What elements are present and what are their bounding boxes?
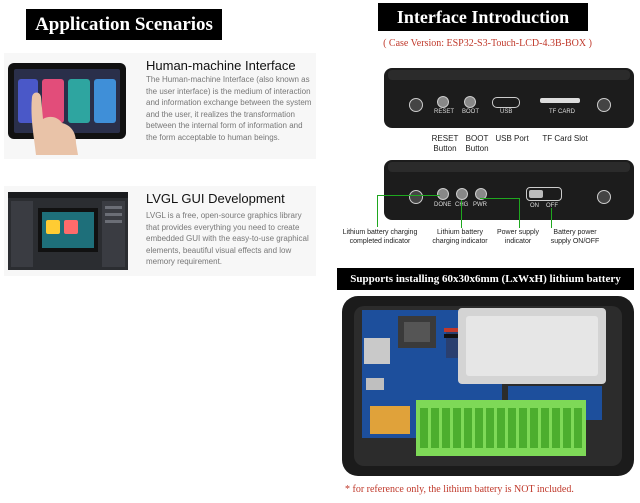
tf-card-slot[interactable] bbox=[540, 98, 580, 103]
lvgl-card: LVGL GUI Development LVGL is a free, ope… bbox=[4, 186, 316, 276]
interface-introduction-banner: Interface Introduction bbox=[378, 3, 588, 31]
boot-button-label: BOOT Button bbox=[465, 134, 489, 153]
application-scenarios-banner: Application Scenarios bbox=[26, 9, 222, 40]
tf-silk: TF CARD bbox=[549, 109, 575, 115]
usb-port[interactable] bbox=[492, 97, 520, 108]
hmi-card: Human-machine Interface The Human-machin… bbox=[4, 53, 316, 159]
lvgl-description: LVGL is a free, open-source graphics lib… bbox=[146, 211, 309, 266]
usb-port-label: USB Port bbox=[495, 134, 529, 143]
done-leader-line bbox=[377, 195, 378, 227]
battery-support-banner: Supports installing 60x30x6mm (LxWxH) li… bbox=[337, 268, 634, 290]
off-silk: OFF bbox=[546, 203, 558, 209]
boot-silk: BOOT bbox=[462, 109, 480, 115]
open-enclosure-image bbox=[342, 296, 634, 476]
on-silk: ON bbox=[530, 203, 539, 209]
screw-icon bbox=[597, 190, 611, 204]
device-bottom-view: DONE CHG PWR ON OFF bbox=[384, 160, 636, 222]
hmi-title: Human-machine Interface bbox=[146, 58, 296, 73]
tf-card-slot-label: TF Card Slot bbox=[542, 134, 588, 143]
screw-icon bbox=[597, 98, 611, 112]
case-version-text: ( Case Version: ESP32-S3-Touch-LCD-4.3B-… bbox=[383, 38, 592, 49]
chg-indicator-label: Lithium battery charging indicator bbox=[432, 229, 488, 245]
hmi-description: The Human-machine Interface (also known … bbox=[146, 75, 312, 142]
switch-label: Battery power supply ON/OFF bbox=[550, 229, 600, 245]
chg-leader-line bbox=[461, 200, 462, 228]
reset-button[interactable] bbox=[437, 96, 449, 108]
battery-power-switch[interactable] bbox=[526, 187, 562, 201]
done-silk: DONE bbox=[434, 202, 452, 208]
pwr-indicator-label: Power supply indicator bbox=[496, 229, 540, 245]
pwr-silk: PWR bbox=[473, 202, 487, 208]
done-leader-line bbox=[377, 195, 440, 196]
battery-footnote: * for reference only, the lithium batter… bbox=[345, 484, 574, 495]
pwr-indicator bbox=[475, 188, 487, 200]
done-indicator-label: Lithium battery charging completed indic… bbox=[342, 229, 418, 245]
reset-button-label: RESET Button bbox=[431, 134, 459, 153]
screw-icon bbox=[409, 190, 423, 204]
switch-leader-line bbox=[551, 208, 552, 228]
device-top-view: RESET BOOT USB TF CARD bbox=[384, 68, 636, 130]
chg-indicator bbox=[456, 188, 468, 200]
screw-icon bbox=[409, 98, 423, 112]
usb-silk: USB bbox=[500, 109, 513, 115]
reset-silk: RESET bbox=[434, 109, 455, 115]
boot-button[interactable] bbox=[464, 96, 476, 108]
lvgl-editor-image bbox=[8, 192, 128, 270]
hmi-touchscreen-image bbox=[8, 63, 126, 155]
pwr-leader-line bbox=[480, 198, 520, 199]
pwr-leader-line bbox=[519, 198, 520, 228]
done-indicator bbox=[437, 188, 449, 200]
lvgl-title: LVGL GUI Development bbox=[146, 191, 285, 206]
